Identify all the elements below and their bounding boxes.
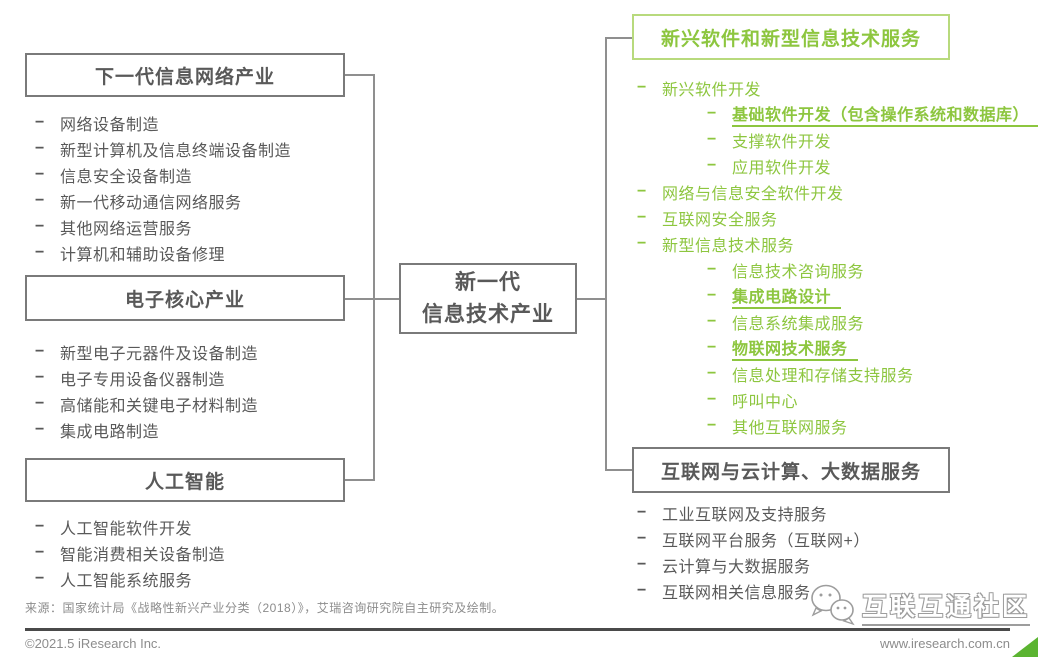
dash-bullet: − (637, 530, 647, 547)
watermark-text: 互联互通社区 (862, 587, 1031, 626)
root-title-line1: 新一代 (455, 271, 521, 294)
source-note: 来源：国家统计局《战略性新兴产业分类（2018）》，艾瑞咨询研究院自主研究及绘制… (25, 601, 505, 615)
node-title: 新兴软件和新型信息技术服务 (660, 28, 921, 50)
dash-bullet: − (707, 313, 717, 330)
list-item: −人工智能系统服务 (35, 570, 193, 590)
list-item: −呼叫中心 (707, 391, 799, 411)
dash-bullet: − (35, 369, 45, 386)
list-item-emphasized: −物联网技术服务 (637, 335, 1038, 361)
node-title: 下一代信息网络产业 (94, 66, 275, 88)
list-item: −新型信息技术服务 (637, 235, 795, 255)
dash-bullet: − (35, 395, 45, 412)
dash-bullet: − (35, 343, 45, 360)
dash-bullet: − (637, 79, 647, 96)
connector-line (345, 479, 375, 481)
dash-bullet: − (35, 570, 45, 587)
list-item: −网络设备制造 (35, 114, 160, 134)
list-item: −高储能和关键电子材料制造 (35, 395, 259, 415)
dash-bullet: − (35, 114, 45, 131)
list-item: −新型电子元器件及设备制造 (35, 343, 259, 363)
dash-bullet: − (637, 235, 647, 252)
list-item: −互联网安全服务 (637, 209, 778, 229)
list-item: −云计算与大数据服务 (637, 556, 811, 576)
list-item: −电子专用设备仪器制造 (35, 369, 226, 389)
list-item: −计算机和辅助设备修理 (35, 244, 226, 264)
list-item-emphasized: −基础软件开发（包含操作系统和数据库） (637, 101, 1038, 127)
connector-line (345, 298, 400, 300)
node-next-gen-network: 下一代信息网络产业 (25, 53, 345, 97)
dash-bullet: − (637, 504, 647, 521)
list-item: −工业互联网及支持服务 (637, 504, 828, 524)
dash-bullet: − (707, 417, 717, 434)
list-item: −网络与信息安全软件开发 (637, 183, 844, 203)
list-item: −新一代移动通信网络服务 (35, 192, 242, 212)
list-item: −信息系统集成服务 (707, 313, 865, 333)
dash-bullet: − (35, 421, 45, 438)
root-title-line2: 信息技术产业 (422, 302, 554, 326)
connector-line (605, 37, 633, 39)
list-item: −其他互联网服务 (707, 417, 848, 437)
next-gen-network-list: −网络设备制造 −新型计算机及信息终端设备制造 −信息安全设备制造 −新一代移动… (35, 110, 291, 266)
list-item: −应用软件开发 (707, 157, 832, 177)
list-item-emphasized: −集成电路设计 (637, 283, 1038, 309)
node-title: 互联网与云计算、大数据服务 (660, 461, 921, 483)
list-item: −互联网平台服务（互联网+） (637, 530, 870, 550)
copyright-text: ©2021.5 iResearch Inc. (25, 636, 162, 651)
list-item: −信息处理和存储支持服务 (707, 365, 914, 385)
emerging-software-list: −新兴软件开发 −基础软件开发（包含操作系统和数据库） −支撑软件开发 −应用软… (637, 75, 1038, 439)
node-root-industry: 新一代 信息技术产业 (399, 263, 577, 334)
list-item: −新兴软件开发 (637, 79, 762, 99)
dash-bullet: − (707, 157, 717, 174)
dash-bullet: − (35, 140, 45, 157)
node-emerging-software: 新兴软件和新型信息技术服务 (632, 14, 950, 60)
list-item: −其他网络运营服务 (35, 218, 193, 238)
dash-bullet: − (637, 183, 647, 200)
watermark-logo: 互联互通社区 (808, 582, 1031, 626)
electronic-core-list: −新型电子元器件及设备制造 −电子专用设备仪器制造 −高储能和关键电子材料制造 … (35, 339, 258, 443)
dash-bullet: − (35, 192, 45, 209)
dash-bullet: − (707, 339, 717, 356)
dash-bullet: − (35, 166, 45, 183)
footer-divider (25, 628, 1010, 631)
dash-bullet: − (35, 518, 45, 535)
dash-bullet: − (35, 544, 45, 561)
node-artificial-intelligence: 人工智能 (25, 458, 345, 502)
dash-bullet: − (637, 582, 647, 599)
list-item: −信息技术咨询服务 (707, 261, 865, 281)
connector-line (605, 37, 607, 471)
connector-line (345, 74, 375, 76)
dash-bullet: − (35, 218, 45, 235)
internet-cloud-bigdata-list: −工业互联网及支持服务 −互联网平台服务（互联网+） −云计算与大数据服务 −互… (637, 500, 870, 604)
dash-bullet: − (707, 261, 717, 278)
list-item: −智能消费相关设备制造 (35, 544, 226, 564)
dash-bullet: − (707, 105, 717, 122)
list-item: −互联网相关信息服务 (637, 582, 811, 602)
dash-bullet: − (707, 365, 717, 382)
connector-line (605, 469, 633, 471)
list-item: −人工智能软件开发 (35, 518, 193, 538)
artificial-intelligence-list: −人工智能软件开发 −智能消费相关设备制造 −人工智能系统服务 (35, 514, 225, 592)
node-electronic-core: 电子核心产业 (25, 275, 345, 321)
list-item: −信息安全设备制造 (35, 166, 193, 186)
corner-triangle-icon (1012, 637, 1038, 657)
dash-bullet: − (637, 209, 647, 226)
connector-line (373, 74, 375, 481)
dash-bullet: − (707, 391, 717, 408)
node-title: 人工智能 (144, 471, 225, 493)
dash-bullet: − (637, 556, 647, 573)
node-title: 电子核心产业 (124, 289, 245, 311)
dash-bullet: − (35, 244, 45, 261)
wechat-chat-icon (811, 584, 855, 626)
connector-line (577, 298, 607, 300)
list-item: −支撑软件开发 (707, 131, 832, 151)
list-item: −新型计算机及信息终端设备制造 (35, 140, 292, 160)
dash-bullet: − (707, 287, 717, 304)
dash-bullet: − (707, 131, 717, 148)
node-internet-cloud-bigdata: 互联网与云计算、大数据服务 (632, 447, 950, 493)
website-url: www.iresearch.com.cn (879, 636, 1010, 651)
list-item: −集成电路制造 (35, 421, 160, 441)
